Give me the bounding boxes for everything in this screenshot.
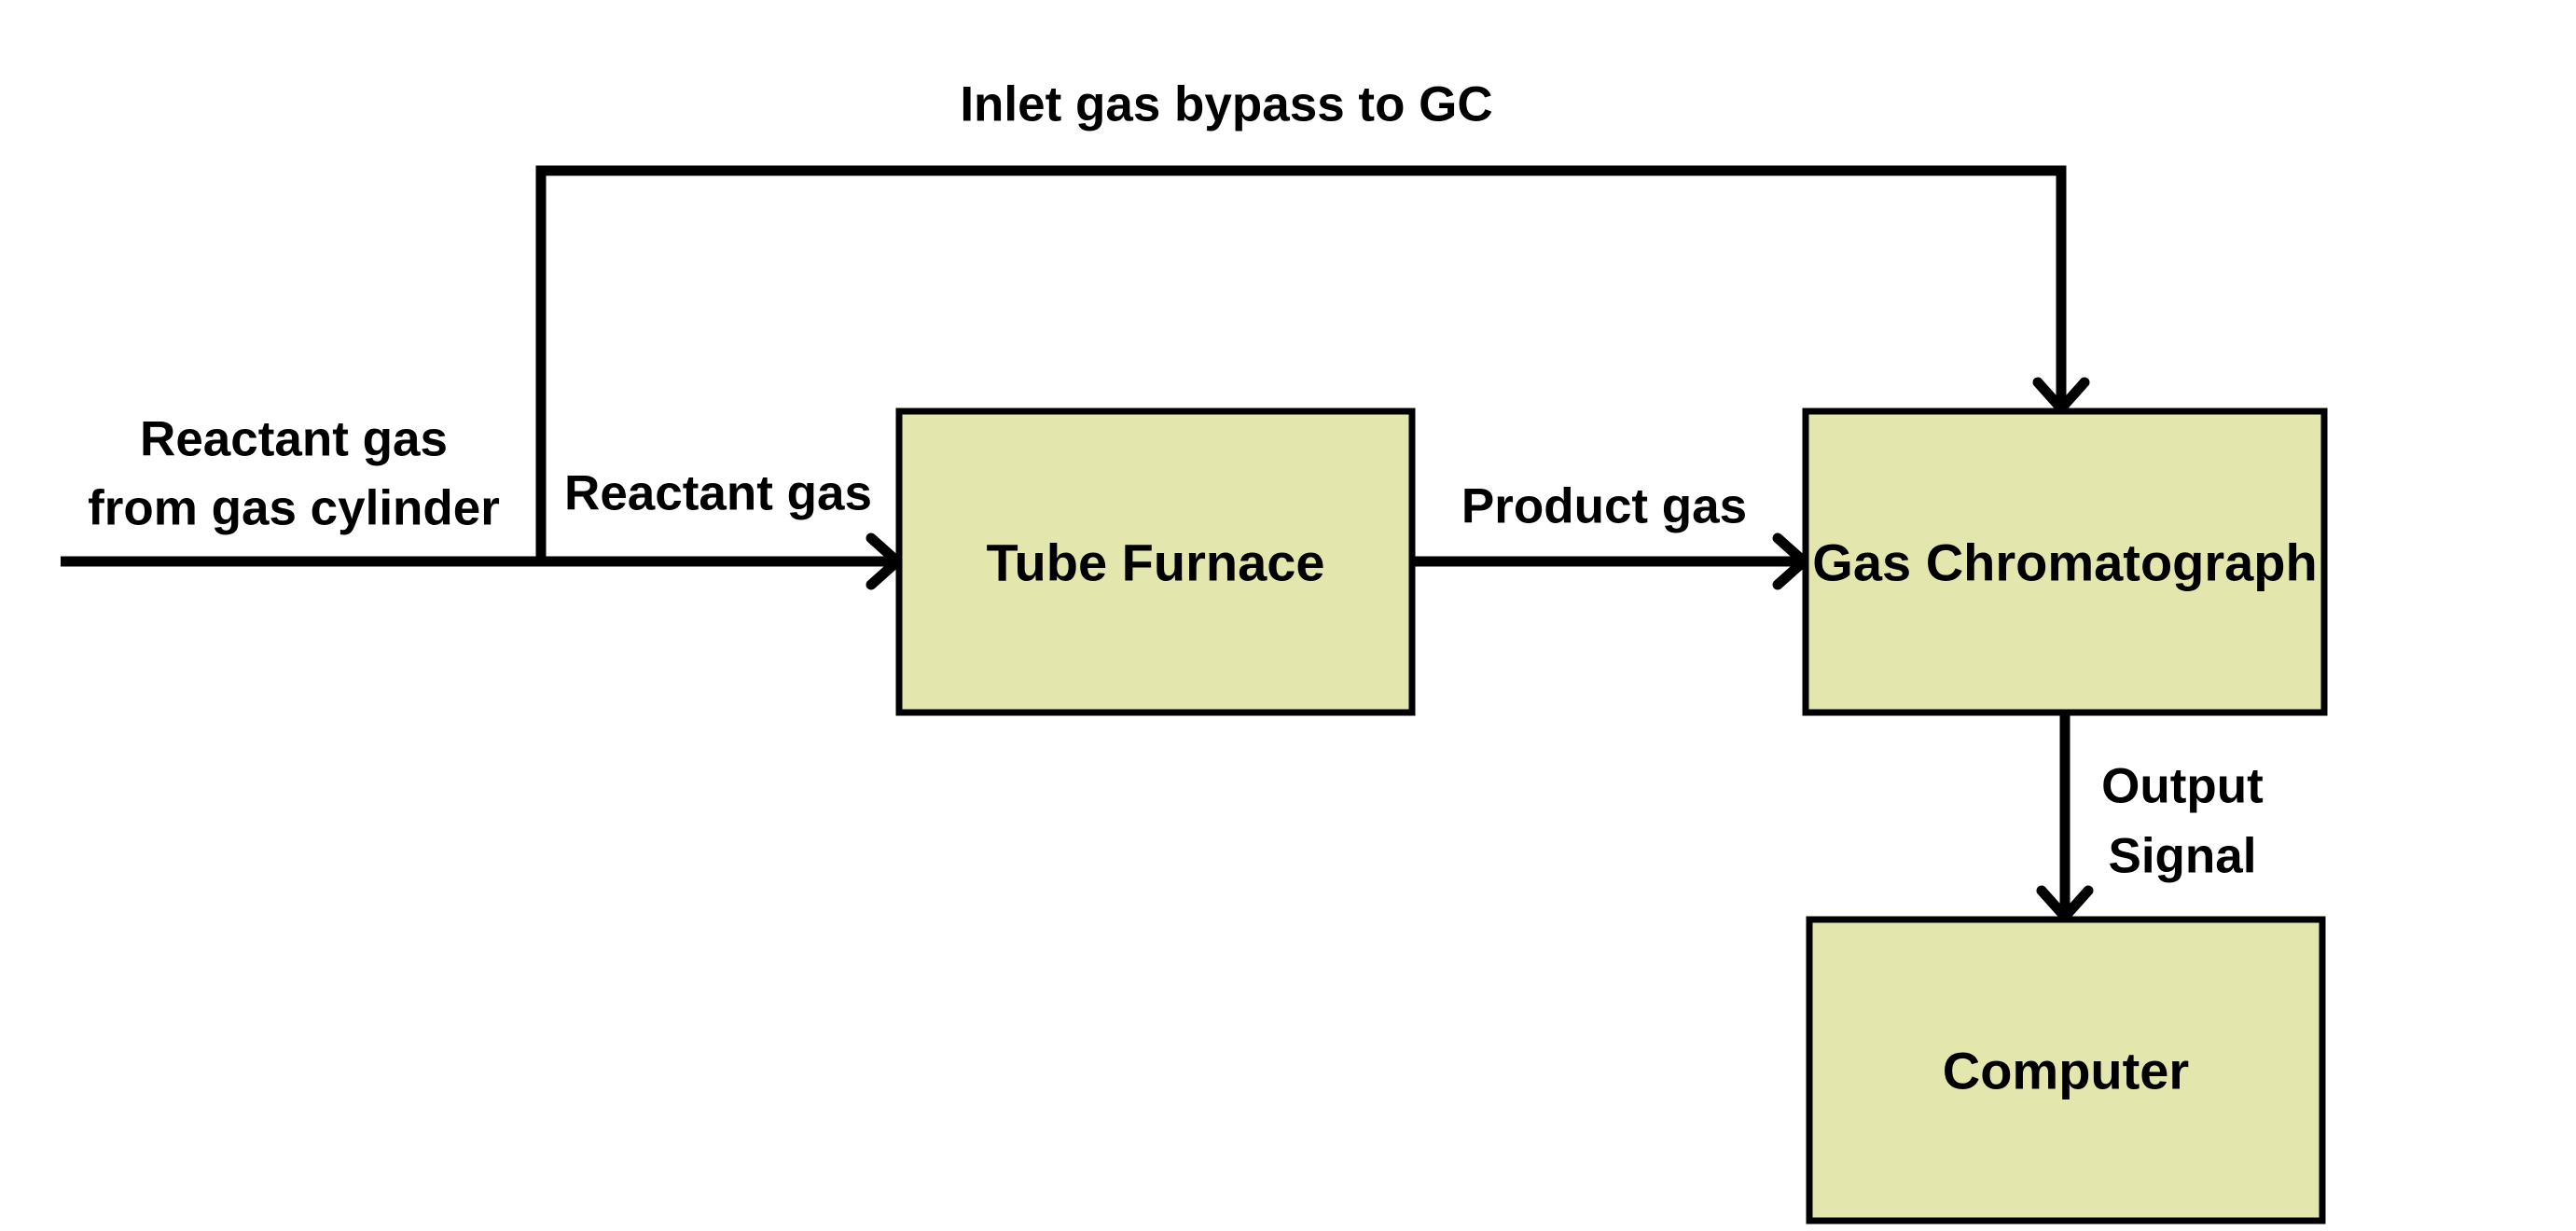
output-signal-label-line1: Output [2101, 759, 2264, 814]
tube-furnace-label: Tube Furnace [986, 533, 1324, 592]
output-signal-arrowhead [2036, 885, 2094, 922]
reactant-gas-label: Reactant gas [564, 466, 872, 521]
reactant-source-label-line1: Reactant gas [140, 412, 448, 467]
gas-chromatograph-label: Gas Chromatograph [1812, 533, 2317, 592]
product-gas-arrowhead [1772, 533, 1809, 590]
gas-chromatograph-box [1802, 408, 2328, 716]
tube-furnace-box [895, 408, 1416, 716]
reactant-source-label-line2: from gas cylinder [88, 481, 500, 536]
reactant-gas-arrowhead [866, 533, 903, 590]
output-signal-label-line2: Signal [2108, 829, 2256, 884]
inlet-bypass-label: Inlet gas bypass to GC [960, 77, 1492, 132]
computer-label: Computer [1943, 1042, 2189, 1100]
product-gas-label: Product gas [1461, 479, 1747, 534]
inlet-bypass-line [535, 165, 2067, 561]
inlet-bypass-arrowhead [2032, 377, 2090, 414]
